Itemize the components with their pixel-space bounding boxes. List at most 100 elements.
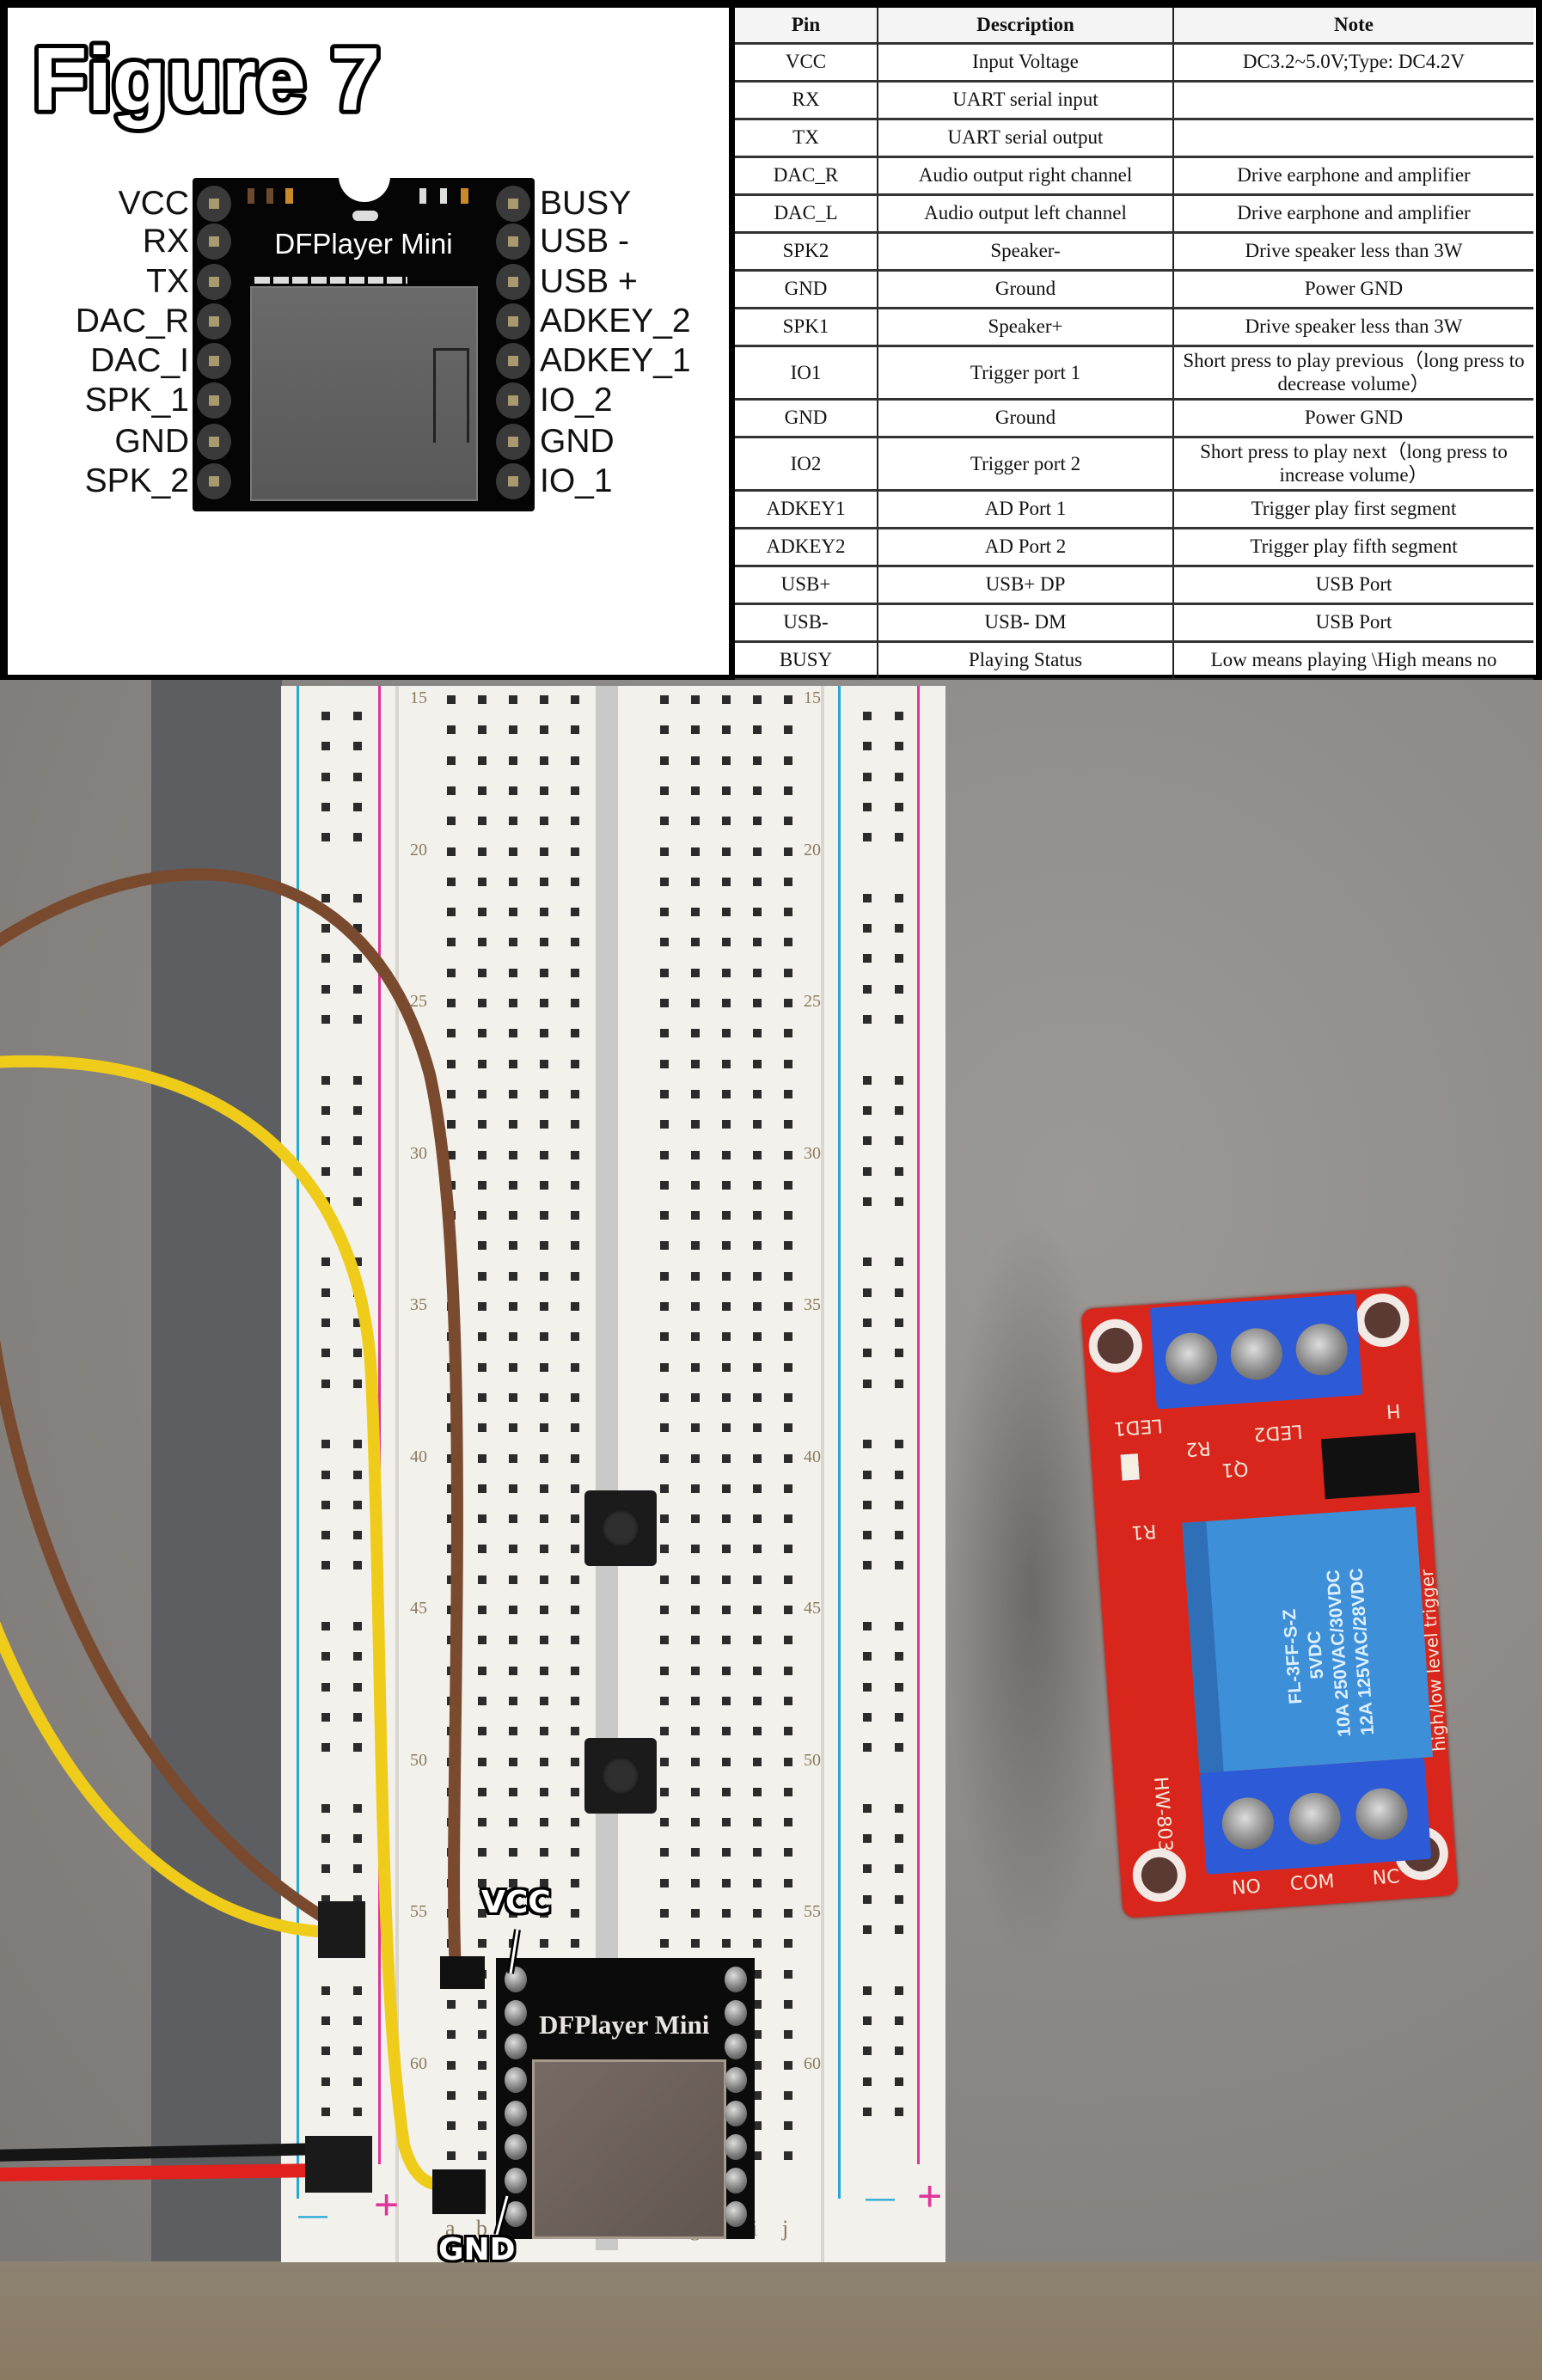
breadboard-hole [691,1332,700,1342]
rail-hole [353,1318,362,1327]
breadboard-hole [691,1545,700,1554]
cell-description: Ground [878,270,1174,309]
breadboard-hole [509,817,517,826]
breadboard-hole [660,1757,669,1766]
breadboard-hole [784,1666,792,1675]
rail-hole [321,742,330,751]
left-pin-label: SPK_2 [84,462,189,499]
rail-hole [321,1318,330,1327]
rail-hole [863,742,872,751]
mounting-hole [1130,1846,1188,1904]
relay-body[interactable]: FL-3FF-S-Z 5VDC 10A 250VAC/30VDC 12A 125… [1182,1506,1434,1774]
cell-description: Audio output right channel [878,156,1174,196]
cell-description: USB+ DP [878,566,1174,605]
rail-hole [863,1712,872,1722]
breadboard-hole [540,817,548,826]
connector-housing [440,1956,485,1989]
rail-hole [863,2077,872,2086]
pushbutton-2[interactable] [584,1738,657,1814]
breadboard-hole [447,1120,456,1129]
breadboard-hole [540,786,548,795]
breadboard-hole [571,1575,579,1584]
breadboard-hole [478,1241,486,1251]
breadboard-hole [509,1241,517,1251]
breadboard-hole [753,1818,762,1827]
breadboard-hole [509,999,517,1007]
header-description: Description [878,8,1174,45]
row-label-left: 25 [410,992,427,1011]
breadboard-hole [540,968,548,977]
cell-pin: VCC [735,43,878,83]
breadboard-hole [722,1302,731,1311]
breadboard-hole [784,1120,792,1129]
figure-title: Figure 7 [28,26,385,134]
breadboard-hole [722,908,731,917]
rail-hole [353,1136,362,1146]
connector-housing [432,2169,486,2214]
breadboard-hole [478,1453,486,1463]
breadboard-hole [753,1636,762,1645]
breadboard-hole [571,1878,579,1887]
breadboard-hole [753,1302,762,1311]
dfplayer-pin [725,2067,747,2093]
rail-hole [353,1682,362,1692]
breadboard-hole [784,1696,792,1705]
breadboard-hole [478,1332,486,1342]
breadboard-hole [691,1575,700,1584]
breadboard-hole [753,1423,762,1433]
rail-hole [863,1440,872,1449]
breadboard-hole [722,1818,731,1827]
rail-hole [321,1257,330,1267]
rail-hole [895,2016,903,2025]
rail-hole [895,1743,903,1753]
led [352,211,378,221]
left-pin-label: SPK_1 [84,382,189,419]
breadboard-hole [540,1211,548,1221]
breadboard-hole [753,999,762,1007]
rail-hole [353,1743,362,1753]
relay-text: FL-3FF-S-Z 5VDC 10A 250VAC/30VDC 12A 125… [1272,1522,1383,1786]
rail-hole [895,1561,903,1570]
gnd-arrow [495,2195,509,2236]
rail-hole [895,1712,903,1722]
breadboard-hole [571,1271,579,1281]
rail-hole [353,1834,362,1844]
breadboard-hole [691,938,700,947]
board-model: HW-803 [1149,1776,1177,1853]
rail-hole [321,1288,330,1297]
rail-hole [353,1075,362,1085]
breadboard-hole [509,1271,517,1281]
breadboard-hole [447,1029,456,1038]
breadboard-hole [722,1453,731,1463]
breadboard-hole [691,725,700,735]
breadboard-hole [753,1180,762,1190]
breadboard-hole [753,1999,762,2009]
breadboard-hole [571,1514,579,1524]
breadboard-hole [660,1059,669,1068]
breadboard-hole [571,1423,579,1433]
breadboard-hole [571,1392,579,1402]
cell-pin: ADKEY1 [735,490,878,529]
pushbutton-1[interactable] [584,1490,657,1566]
rail-hole [863,2107,872,2116]
breadboard-hole [660,1787,669,1796]
row-label-left: 50 [410,1750,427,1770]
rail-hole [863,1925,872,1934]
breadboard-hole [571,1302,579,1311]
breadboard-hole [478,1271,486,1281]
cell-pin: TX [735,119,878,158]
breadboard-hole [753,1453,762,1463]
dfplayer-label: DFPlayer Mini [539,2010,710,2040]
rail-hole [863,1105,872,1115]
right-pin-label: BUSY [540,185,632,222]
breadboard-hole [784,1241,792,1251]
dfplayer-pin [505,2000,527,2026]
breadboard-hole [722,1423,731,1433]
breadboard-hole [784,756,792,765]
rail-hole [353,1196,362,1206]
breadboard-hole [691,908,700,917]
connector-housing [318,1901,365,1958]
silk-h: H [1385,1398,1402,1422]
breadboard-hole [753,786,762,795]
